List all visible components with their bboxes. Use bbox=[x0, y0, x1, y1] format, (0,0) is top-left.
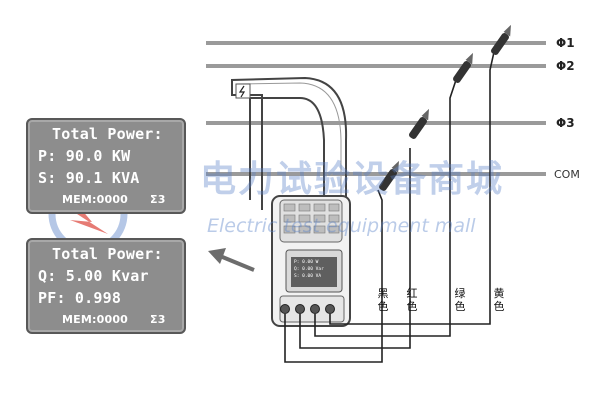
watermark-cn: 电力试验设备商城 bbox=[200, 159, 505, 200]
clip-red bbox=[409, 108, 429, 139]
lead-yellow bbox=[329, 51, 495, 325]
wire-label-black: 黑色 bbox=[377, 287, 389, 313]
clip-black bbox=[379, 160, 399, 191]
wire-label-red: 红色 bbox=[406, 287, 418, 313]
display1-memory: MEM:0000 bbox=[62, 193, 129, 206]
meter-keys bbox=[283, 203, 340, 234]
phase-label-2: Φ2 bbox=[556, 59, 575, 73]
clamp-jaw bbox=[231, 76, 348, 210]
test-leads bbox=[284, 51, 495, 363]
phase-label-1: Φ1 bbox=[556, 36, 575, 50]
pointer-arrow-head bbox=[208, 248, 226, 264]
power-display-1: Total Power: P: 90.0 KW S: 90.1 KVA MEM:… bbox=[26, 118, 186, 214]
meter-screen: P: 0.00 W Q: 0.00 Var S: 0.00 VA bbox=[291, 257, 337, 287]
display2-memory: MEM:0000 bbox=[62, 313, 129, 326]
pointer-arrow-line bbox=[219, 254, 255, 272]
meter-screen-line-2: Q: 0.00 Var bbox=[294, 267, 324, 272]
clip-yellow bbox=[491, 24, 511, 55]
display2-sigma: Σ3 bbox=[150, 313, 166, 326]
display1-active-power: P: 90.0 KW bbox=[38, 147, 131, 165]
meter-screen-line-1: P: 0.00 W bbox=[294, 260, 319, 265]
display2-reactive-power: Q: 5.00 Kvar bbox=[38, 267, 149, 285]
display2-title: Total Power: bbox=[52, 245, 163, 263]
power-display-2: Total Power: Q: 5.00 Kvar PF: 0.998 MEM:… bbox=[26, 238, 186, 334]
clamp-jaw-inner bbox=[235, 82, 342, 195]
phase-line-1 bbox=[206, 41, 546, 45]
watermark-en: Electric test equipment mall bbox=[207, 215, 476, 237]
display2-power-factor: PF: 0.998 bbox=[38, 289, 122, 307]
meter-keypad bbox=[279, 199, 343, 243]
clip-green bbox=[453, 52, 473, 83]
com-label: COM bbox=[554, 168, 580, 181]
phase-line-2 bbox=[206, 64, 546, 68]
display1-title: Total Power: bbox=[52, 125, 163, 143]
lead-green bbox=[314, 79, 457, 337]
phase-label-3: Φ3 bbox=[556, 116, 575, 130]
phase-line-3 bbox=[206, 121, 546, 125]
display1-apparent-power: S: 90.1 KVA bbox=[38, 169, 140, 187]
wire-label-yellow: 黄色 bbox=[493, 287, 505, 313]
lightning-icon bbox=[238, 85, 246, 98]
lead-red bbox=[299, 148, 411, 349]
meter-terminals bbox=[280, 304, 335, 314]
wire-label-green: 绿色 bbox=[454, 287, 466, 313]
meter-screen-line-3: S: 0.00 VA bbox=[294, 274, 322, 279]
lead-black bbox=[284, 189, 383, 363]
display1-sigma: Σ3 bbox=[150, 193, 166, 206]
com-line bbox=[206, 172, 546, 176]
clamp-logo-box bbox=[235, 83, 251, 99]
